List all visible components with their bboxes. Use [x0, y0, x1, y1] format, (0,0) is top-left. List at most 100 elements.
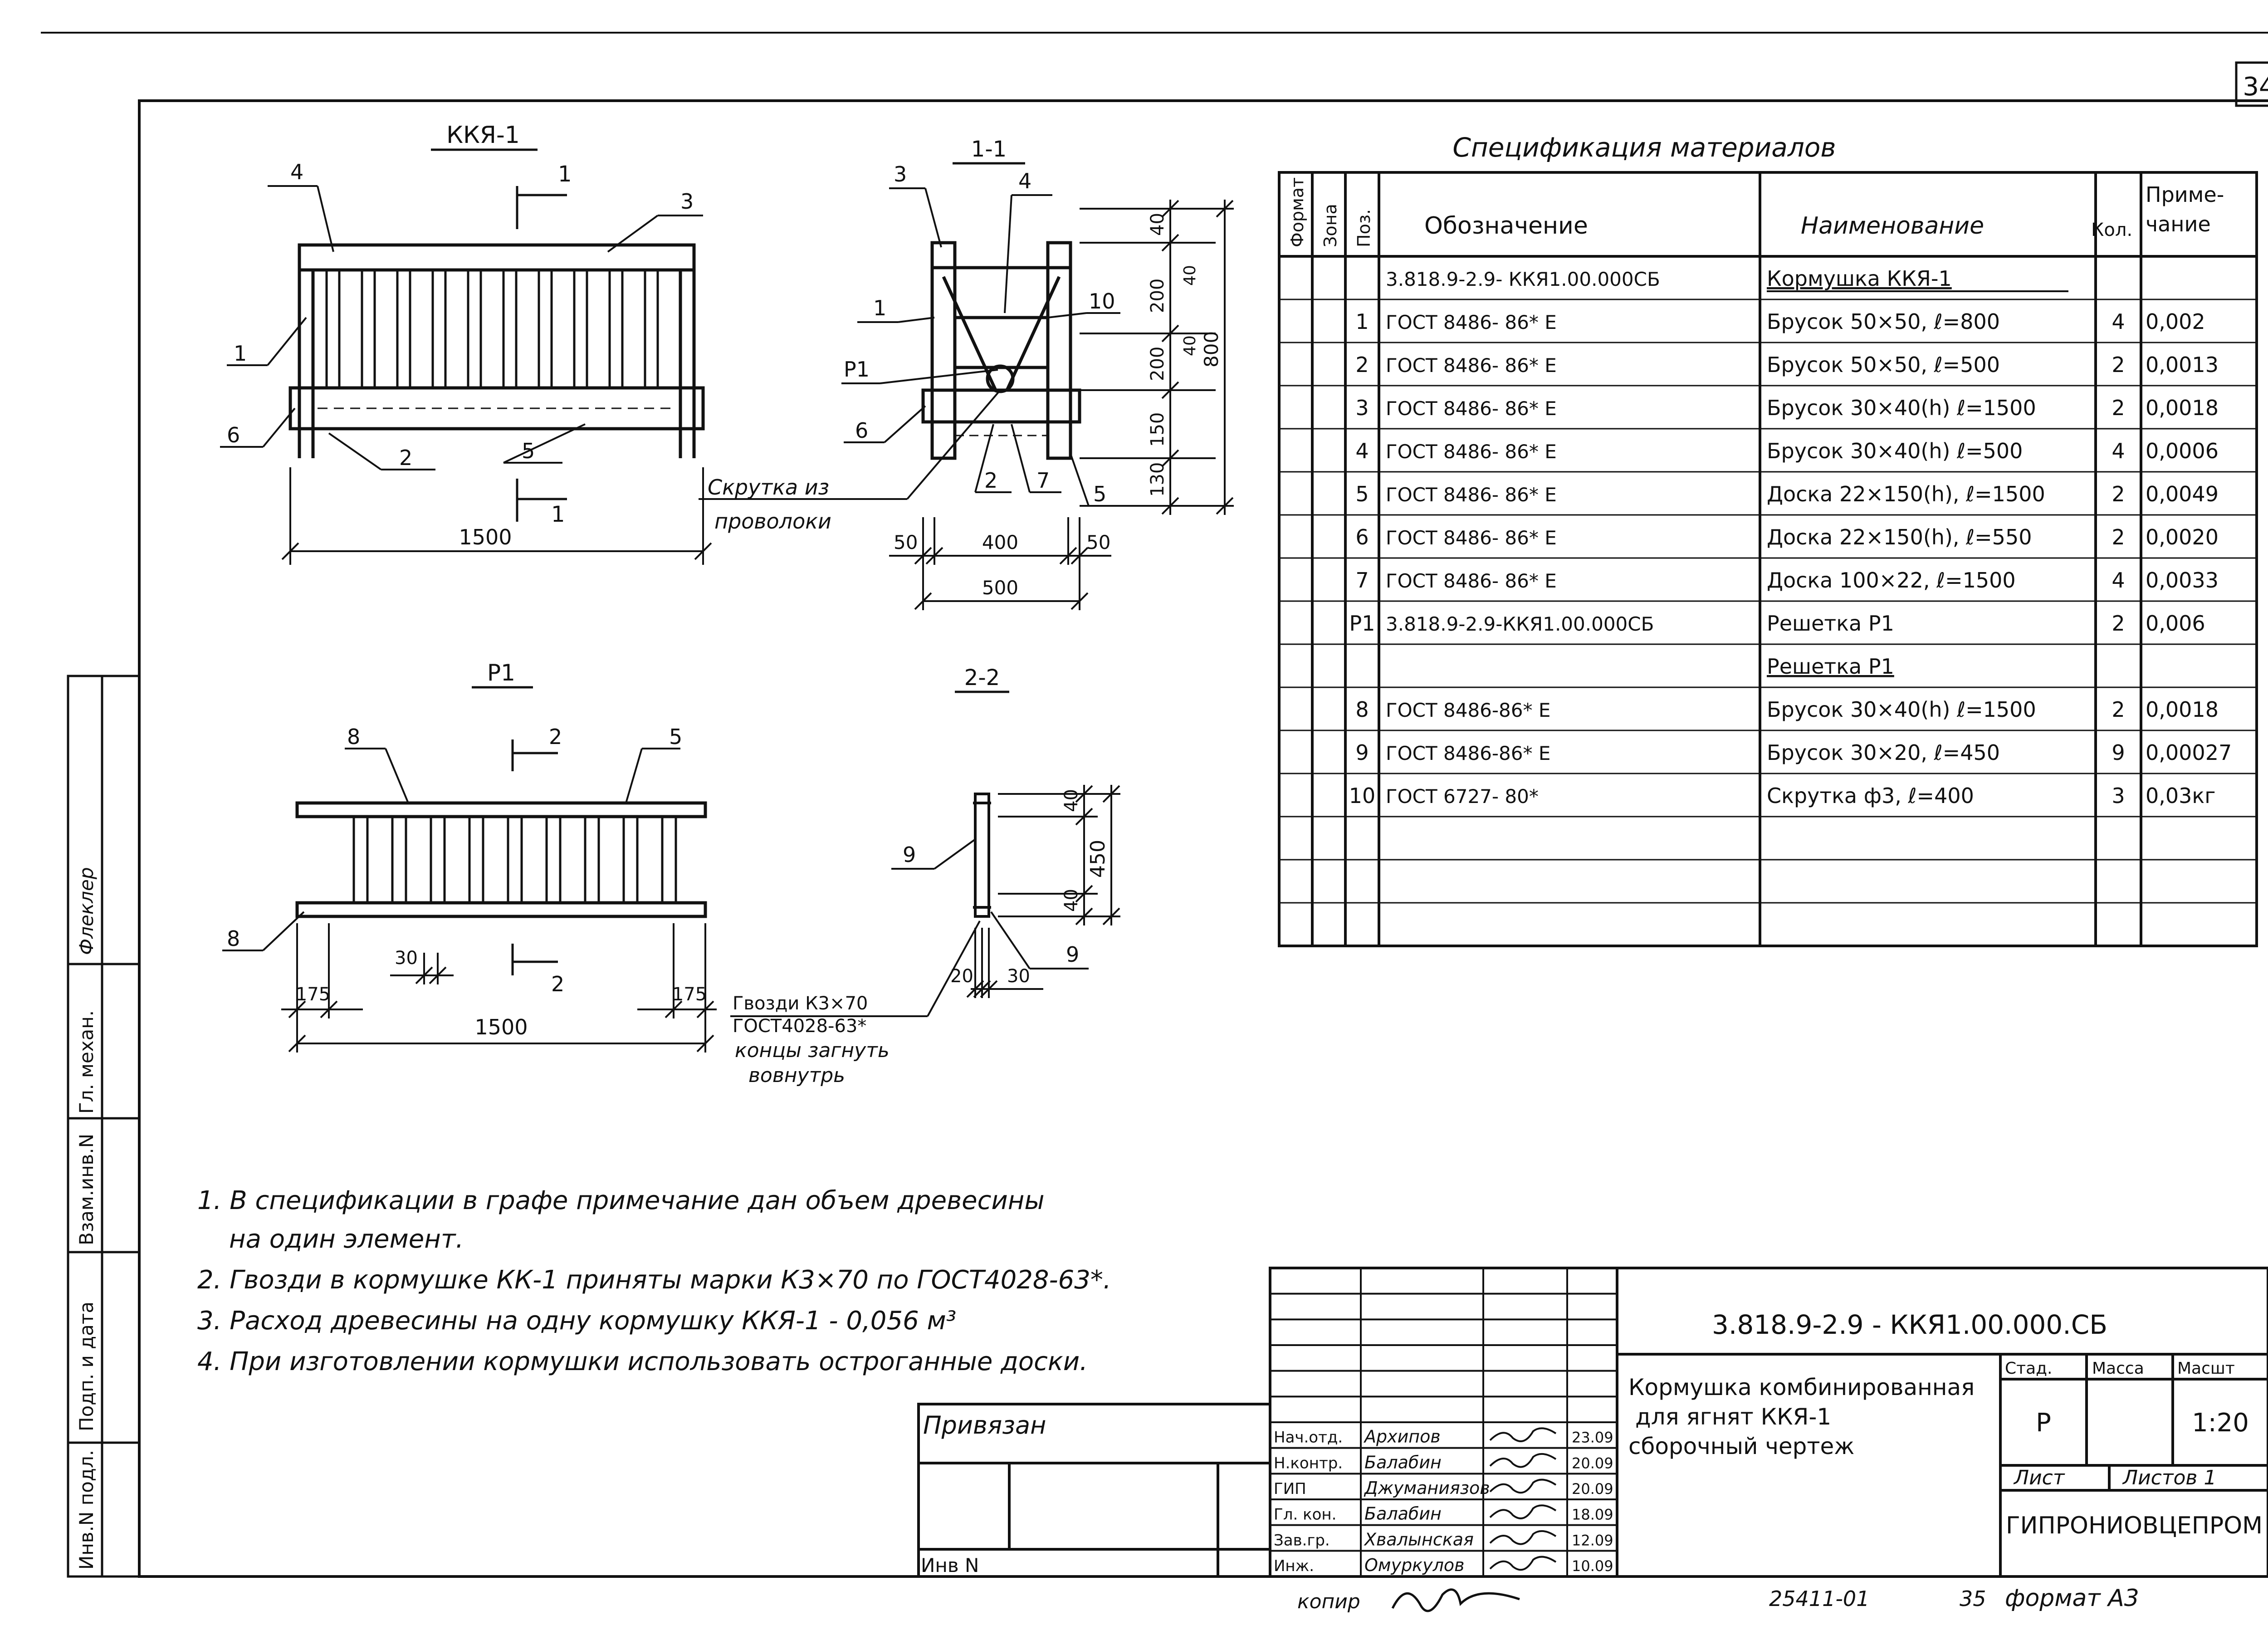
spec-header-name: Наименование: [1801, 212, 1984, 240]
dim-175-left: 175: [296, 984, 330, 1005]
side-stamp-sign-date: Подп. и дата: [75, 1302, 98, 1431]
side-stamp-chief-mech: Гл. механ.: [75, 1010, 98, 1114]
spec-cell-designation: ГОСТ 8486- 86* Е: [1386, 354, 1557, 377]
drawing-title-3: сборочный чертеж: [1628, 1433, 1854, 1459]
pos-label-6: 6: [227, 423, 240, 447]
signer-role: Инж.: [1274, 1557, 1314, 1575]
signer-date: 10.09: [1572, 1557, 1613, 1575]
general-notes: 1. В спецификации в графе примечание дан…: [197, 1186, 1111, 1376]
dim-1500-main: 1500: [459, 525, 512, 549]
spec-cell-qty: 2: [2112, 697, 2125, 722]
spec-cell-name: Брусок 50×50, ℓ=500: [1767, 352, 2000, 377]
signer-role: Нач.отд.: [1274, 1429, 1343, 1447]
dim-130: 130: [1147, 462, 1168, 497]
spec-cell-note: 0,0020: [2146, 525, 2219, 549]
dim-150: 150: [1147, 412, 1168, 447]
sheet-label: Лист: [2013, 1466, 2065, 1489]
spec-cell-pos: 8: [1355, 697, 1369, 722]
note-4: 4. При изготовлении кормушки использоват…: [197, 1347, 1088, 1376]
signer-name: Архипов: [1363, 1427, 1441, 1447]
spec-cell-name: Брусок 50×50, ℓ=800: [1767, 309, 2000, 334]
dim-1500-p1: 1500: [474, 1015, 528, 1039]
view-kkya-1-title: ККЯ-1: [446, 122, 520, 149]
signer-name: Хвалынская: [1364, 1529, 1474, 1549]
pos-label-3: 3: [680, 189, 694, 214]
signer-row: Инж. Омуркулов 10.09: [1274, 1555, 1613, 1575]
sec-pos-p1: Р1: [844, 357, 870, 382]
sec-pos-7: 7: [1036, 468, 1050, 493]
signer-date: 18.09: [1572, 1506, 1613, 1523]
label-wire-twist-2: проволоки: [714, 509, 831, 534]
spec-cell-name: Доска 100×22, ℓ=1500: [1767, 568, 2016, 592]
spec-row: Решетка Р1: [1767, 654, 1894, 679]
dim-40-c: 40: [1181, 335, 1199, 356]
spec-cell-pos: 9: [1355, 740, 1369, 765]
sec-pos-10: 10: [1089, 289, 1115, 313]
pos-label-1: 1: [234, 341, 247, 366]
copy-signature: [1391, 1588, 1520, 1612]
spec-header-pos: Поз.: [1354, 209, 1374, 247]
spec-cell-designation: ГОСТ 6727- 80*: [1386, 785, 1539, 808]
spec-header-format: Формат: [1287, 177, 1307, 247]
spec-cell-note: 0,0049: [2146, 482, 2219, 506]
s2-pos-9: 9: [903, 842, 916, 867]
sec-pos-4: 4: [1018, 169, 1031, 193]
signature: [1489, 1427, 1557, 1442]
signature: [1489, 1556, 1557, 1571]
nails-note: Гвозди К3×70: [733, 993, 868, 1014]
scale-label: Масшт: [2177, 1359, 2235, 1378]
spec-cell-name: Скрутка ф3, ℓ=400: [1767, 783, 1974, 808]
dim-175-right: 175: [672, 984, 707, 1005]
spec-cell-designation: ГОСТ 8486- 86* Е: [1386, 570, 1557, 592]
spec-header-zone: Зона: [1320, 204, 1340, 247]
spec-cell-designation: 3.818.9-2.9-ККЯ1.00.000СБ: [1386, 613, 1654, 635]
section-mark-2-top: 2: [549, 725, 562, 749]
spec-cell-note: 0,0006: [2146, 439, 2219, 463]
format-label: формат А3: [2005, 1585, 2139, 1612]
sec-pos-1: 1: [873, 296, 886, 320]
spec-cell-pos: 7: [1355, 568, 1369, 592]
dim-200-b: 200: [1147, 347, 1168, 381]
spec-cell-designation: 3.818.9-2.9- ККЯ1.00.000СБ: [1386, 268, 1660, 290]
signer-name: Балабин: [1364, 1452, 1442, 1472]
sheets-label: Листов 1: [2122, 1466, 2216, 1489]
signer-name: Омуркулов: [1364, 1555, 1465, 1575]
spec-cell-qty: 9: [2112, 740, 2125, 765]
spec-header-qty: Кол.: [2091, 220, 2132, 240]
signer-name: Джуманиязов: [1364, 1478, 1490, 1498]
note-1-cont: на один элемент.: [229, 1224, 464, 1254]
signer-role: Гл. кон.: [1274, 1506, 1336, 1524]
spec-cell-pos: 2: [1355, 352, 1369, 377]
side-stamp: [67, 675, 141, 1578]
spec-cell-pos: 10: [1349, 783, 1376, 808]
signature: [1489, 1453, 1557, 1468]
dim-450: 450: [1086, 840, 1110, 878]
pos-label-2: 2: [399, 446, 412, 470]
label-wire-twist-1: Скрутка из: [708, 475, 829, 499]
spec-cell-name: Брусок 30×40(h) ℓ=500: [1767, 439, 2023, 463]
spec-cell-designation: ГОСТ 8486- 86* Е: [1386, 527, 1557, 549]
signer-date: 12.09: [1572, 1532, 1613, 1549]
view-kkya-1: ККЯ-1 1 1 4 3: [220, 122, 712, 565]
spec-cell-designation: ГОСТ 8486-86* Е: [1386, 742, 1550, 764]
spec-cell-name: Решетка Р1: [1767, 611, 1894, 636]
section-mark-2-bottom: 2: [551, 972, 564, 996]
nails-gost: ГОСТ4028-63*: [733, 1016, 866, 1037]
spec-cell-note: 0,0018: [2146, 697, 2219, 722]
spec-cell-pos: 3: [1355, 396, 1369, 420]
stage-value: Р: [2036, 1408, 2051, 1438]
section-mark-1-bottom: 1: [551, 502, 565, 527]
section-1-1-title: 1-1: [971, 137, 1007, 162]
spec-cell-qty: 2: [2112, 482, 2125, 506]
sec-pos-5: 5: [1093, 482, 1106, 506]
signer-date: 23.09: [1572, 1429, 1613, 1446]
spec-header-note-2: чание: [2146, 212, 2211, 236]
